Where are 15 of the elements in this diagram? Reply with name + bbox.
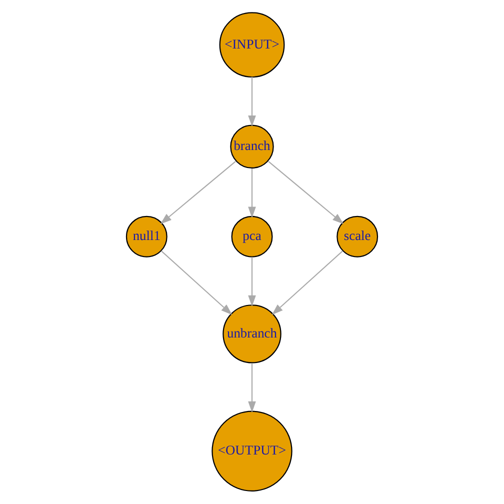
arrow bbox=[268, 161, 344, 224]
arrow bbox=[248, 76, 256, 127]
arrow bbox=[272, 250, 344, 315]
arrow bbox=[248, 256, 256, 307]
node-circle: pca bbox=[231, 216, 273, 258]
node-circle: null1 bbox=[126, 216, 168, 258]
node-circle: <OUTPUT> bbox=[212, 410, 292, 492]
arrow bbox=[248, 363, 256, 413]
node-circle: scale bbox=[336, 216, 378, 258]
node-circle: unbranch bbox=[222, 304, 282, 364]
node-circle: branch bbox=[230, 124, 274, 169]
node-circle: <INPUT> bbox=[219, 12, 285, 78]
arrow bbox=[160, 250, 232, 315]
arrow bbox=[248, 168, 256, 218]
arrow bbox=[160, 161, 236, 224]
